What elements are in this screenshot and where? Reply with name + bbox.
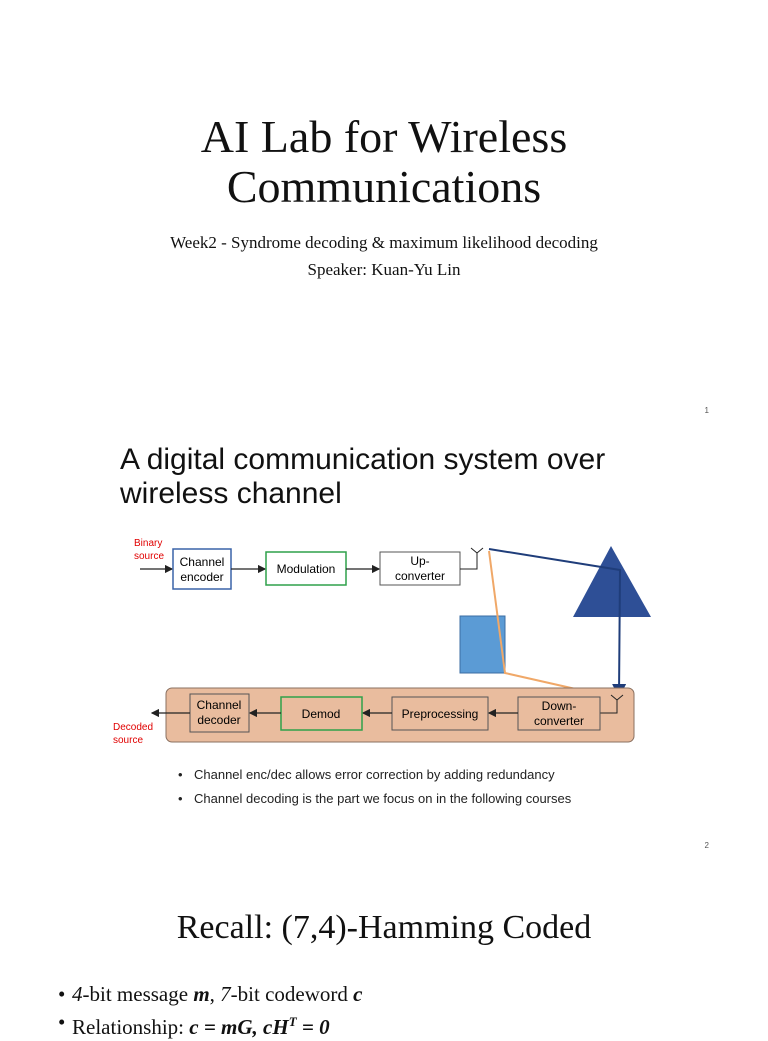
channel-encoder-box <box>172 548 232 590</box>
separator-text: , <box>209 982 221 1006</box>
slide2-bullets: Channel enc/dec allows error correction … <box>178 763 571 811</box>
page-number: 1 <box>704 406 709 415</box>
codeword-symbol: c <box>353 982 363 1006</box>
codeword-text: -bit codeword <box>230 982 354 1006</box>
modulation-label: Modulation <box>277 562 336 576</box>
slide1-subtitle-block: Week2 - Syndrome decoding & maximum like… <box>0 229 768 283</box>
message-text: -bit message <box>82 982 194 1006</box>
slide2-bullet-1: Channel enc/dec allows error correction … <box>178 763 571 787</box>
transpose-symbol: T <box>288 1014 297 1029</box>
preprocessing-box <box>391 696 489 731</box>
slide2-title: A digital communication system over wire… <box>120 443 720 511</box>
preprocessing-label: Preprocessing <box>402 707 479 721</box>
rx-antenna-icon <box>600 694 624 714</box>
slide1-title: AI Lab for Wireless Communications <box>0 112 768 212</box>
slide1-title-line2: Communications <box>226 161 542 212</box>
decoded-source-label-2: source <box>113 735 143 746</box>
direct-path-line <box>488 548 627 698</box>
reflected-path-line <box>488 550 613 702</box>
demod-label: Demod <box>302 707 341 721</box>
obstacle-triangle <box>573 546 651 617</box>
modulation-box <box>265 551 347 586</box>
slide3-bullet-message: 4-bit message m, 7-bit codeword c <box>58 980 362 1008</box>
message-length: 4 <box>72 982 83 1006</box>
channel-decoder-label-1: Channel <box>197 698 242 712</box>
slide3-bullet-relationship: Relationship: c = mG, cHT = 0 <box>58 1008 362 1041</box>
slide1-title-line1: AI Lab for Wireless <box>200 111 568 162</box>
message-symbol: m <box>193 982 210 1006</box>
relationship-text: Relationship: <box>72 1015 190 1039</box>
codeword-length: 7 <box>220 982 231 1006</box>
slide3-bullets: 4-bit message m, 7-bit codeword c Relati… <box>58 980 362 1041</box>
slide3-title: Recall: (7,4)-Hamming Coded <box>176 909 592 946</box>
up-converter-box <box>379 551 461 586</box>
channel-encoder-label-2: encoder <box>180 570 223 584</box>
slide2-bullet-2: Channel decoding is the part we focus on… <box>178 787 571 811</box>
channel-encoder-label-1: Channel <box>180 555 225 569</box>
up-converter-label-2: converter <box>395 569 445 583</box>
down-converter-label-1: Down- <box>542 699 577 713</box>
binary-source-label-2: source <box>134 551 164 562</box>
down-converter-label-2: converter <box>534 714 584 728</box>
slide1-speaker: Speaker: Kuan-Yu Lin <box>307 260 461 279</box>
binary-source-label-1: Binary <box>134 538 162 549</box>
decoded-source-label-1: Decoded <box>113 722 153 733</box>
relationship-equation-rhs: = 0 <box>296 1015 330 1039</box>
up-converter-label-1: Up- <box>410 554 429 568</box>
slide-title: AI Lab for Wireless Communications Week2… <box>0 0 768 435</box>
demod-box <box>280 696 363 731</box>
slide-hamming: Recall: (7,4)-Hamming Coded 4-bit messag… <box>0 870 768 1039</box>
tx-antenna-icon <box>460 547 484 570</box>
obstacle-rectangle <box>459 615 506 674</box>
communication-system-diagram: Binary source Channel encoder Modulation… <box>113 538 651 746</box>
page-number: 2 <box>704 841 709 850</box>
slide1-subtitle: Week2 - Syndrome decoding & maximum like… <box>170 233 598 252</box>
slide-system: A digital communication system over wire… <box>0 435 768 870</box>
slide2-title-line1: A digital communication system over <box>120 443 606 476</box>
relationship-equation: c = mG, cH <box>189 1015 289 1039</box>
channel-decoder-box <box>189 693 250 733</box>
slide2-title-line2: wireless channel <box>120 477 342 510</box>
channel-decoder-label-2: decoder <box>197 713 240 727</box>
